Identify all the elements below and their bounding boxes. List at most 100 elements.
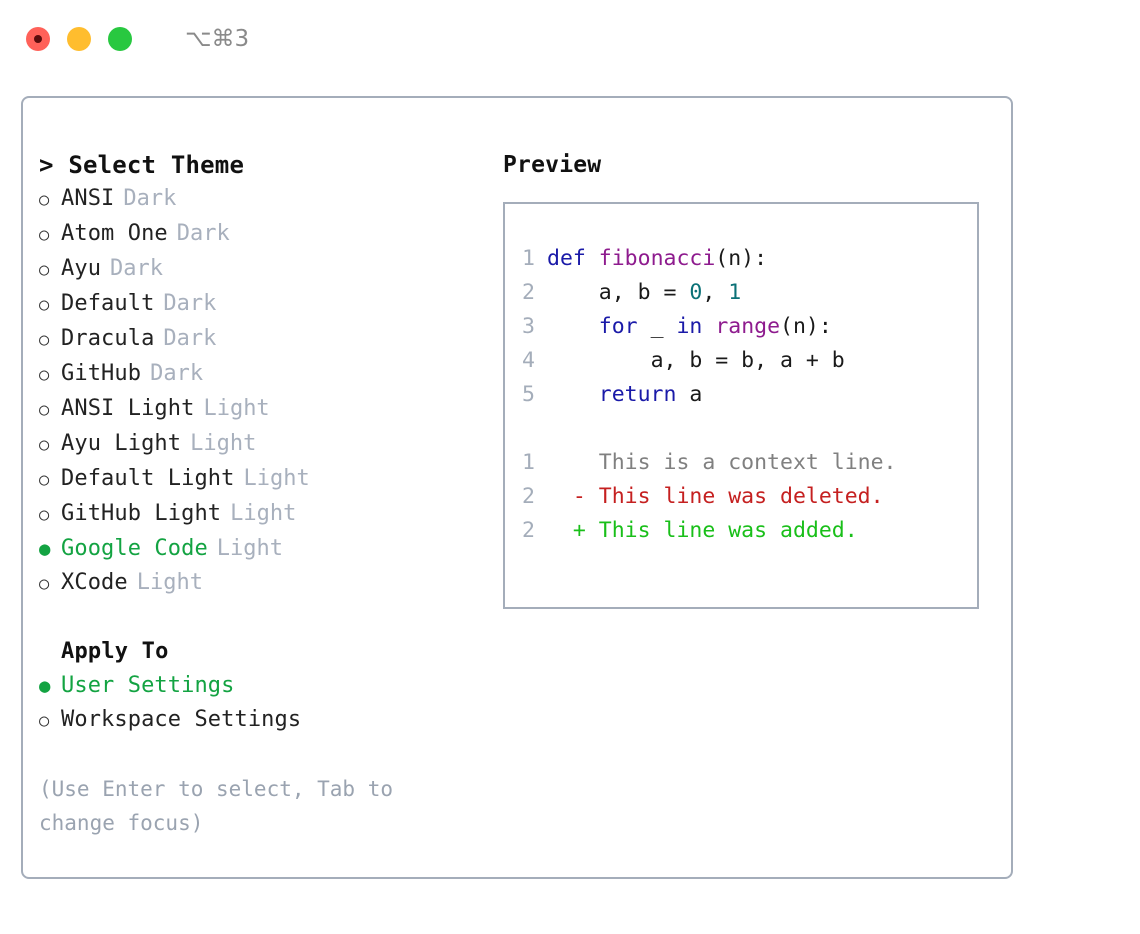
diff-line-add: 2 + This line was added. — [505, 514, 977, 548]
radio-unselected-icon: ○ — [39, 574, 50, 594]
keyboard-hint-text: (Use Enter to select, Tab to change focu… — [39, 777, 406, 835]
code-line: 4 a, b = b, a + b — [505, 344, 977, 378]
theme-option-label: GitHub — [61, 361, 142, 386]
code-line-number: 5 — [522, 382, 535, 407]
theme-option-label: Dracula — [61, 326, 155, 351]
diff-line-ctx: 1 This is a context line. — [505, 446, 977, 480]
titlebar: ⌥⌘3 — [0, 0, 1140, 78]
apply-to-option-label: Workspace Settings — [61, 707, 302, 732]
preview-heading: Preview — [503, 152, 602, 178]
code-token-pl: (n): — [780, 314, 832, 339]
theme-option-label: Default Light — [61, 466, 235, 491]
theme-variant-badge: Dark — [176, 221, 230, 246]
theme-variant-badge: Dark — [163, 326, 217, 351]
code-token-pl: a, b = — [598, 280, 690, 305]
theme-option-google-code[interactable]: ● Google Code Light — [39, 532, 503, 566]
apply-to-list: ● User Settings ○ Workspace Settings — [39, 669, 503, 738]
code-line: 1 def fibonacci(n): — [505, 242, 977, 276]
theme-option-dracula[interactable]: ○ Dracula Dark — [39, 322, 503, 357]
theme-variant-badge: Light — [136, 570, 203, 595]
maximize-button[interactable] — [108, 27, 132, 51]
select-theme-heading-label: Select Theme — [68, 151, 245, 179]
radio-unselected-icon: ○ — [39, 365, 50, 385]
code-token-pl: (n): — [715, 246, 768, 271]
code-token-fn: fibonacci — [598, 246, 716, 271]
diff-line-number: 2 — [522, 518, 535, 543]
code-line-content: a, b = 0, 1 — [547, 276, 741, 310]
keyboard-shortcut-label: ⌥⌘3 — [185, 26, 250, 52]
code-token-kw: return — [598, 382, 677, 407]
theme-option-label: Atom One — [61, 221, 168, 246]
theme-option-label: ANSI Light — [61, 396, 195, 421]
minimize-button[interactable] — [67, 27, 91, 51]
apply-to-option-user-settings[interactable]: ● User Settings — [39, 669, 503, 703]
code-line-content: def fibonacci(n): — [547, 242, 767, 276]
code-line-content: for _ in range(n): — [547, 310, 832, 344]
code-line: 5 return a — [505, 378, 977, 412]
radio-unselected-icon: ○ — [39, 711, 50, 731]
theme-variant-badge: Dark — [163, 291, 217, 316]
prompt-caret-icon: > — [39, 151, 54, 179]
traffic-light-buttons — [26, 27, 132, 51]
theme-option-atom-one[interactable]: ○ Atom One Dark — [39, 217, 503, 252]
theme-option-github[interactable]: ○ GitHub Dark — [39, 357, 503, 392]
theme-variant-badge: Dark — [150, 361, 204, 386]
code-token-kw: for — [598, 314, 638, 339]
theme-option-ansi[interactable]: ○ ANSI Dark — [39, 182, 503, 217]
code-token-pl: _ — [637, 314, 677, 339]
diff-line-number: 1 — [522, 450, 535, 475]
theme-option-xcode[interactable]: ○ XCode Light — [39, 566, 503, 601]
theme-option-label: Google Code — [61, 536, 208, 561]
code-token-kw: in — [676, 314, 703, 339]
apply-to-heading: Apply To — [61, 639, 169, 664]
radio-selected-icon: ● — [39, 538, 51, 560]
radio-selected-icon: ● — [39, 675, 51, 697]
code-line-number: 2 — [522, 280, 535, 305]
apply-to-option-label: User Settings — [61, 673, 235, 698]
theme-variant-badge: Dark — [110, 256, 164, 281]
code-token-num: 1 — [728, 280, 742, 305]
radio-unselected-icon: ○ — [39, 435, 50, 455]
theme-variant-badge: Light — [243, 466, 310, 491]
code-line-content: return a — [547, 378, 703, 412]
radio-unselected-icon: ○ — [39, 190, 50, 210]
theme-variant-badge: Light — [203, 396, 270, 421]
theme-variant-badge: Light — [216, 536, 284, 561]
close-button[interactable] — [26, 27, 50, 51]
select-theme-heading: > Select Theme — [39, 148, 503, 182]
theme-option-label: Default — [61, 291, 155, 316]
code-token-pl: , — [702, 280, 729, 305]
code-token-pl — [586, 246, 599, 271]
radio-unselected-icon: ○ — [39, 225, 50, 245]
diff-line-number: 2 — [522, 484, 535, 509]
theme-option-label: XCode — [61, 570, 128, 595]
list-spacer — [39, 601, 503, 635]
code-diff-separator — [505, 412, 977, 446]
diff-line-content: This is a context line. — [547, 450, 897, 475]
code-token-num: 0 — [689, 280, 703, 305]
theme-option-label: ANSI — [61, 186, 115, 211]
diff-line-del: 2 - This line was deleted. — [505, 480, 977, 514]
theme-variant-badge: Dark — [123, 186, 177, 211]
apply-to-option-workspace-settings[interactable]: ○ Workspace Settings — [39, 703, 503, 738]
code-line: 2 a, b = 0, 1 — [505, 276, 977, 310]
code-line-content: a, b = b, a + b — [547, 344, 845, 378]
theme-option-label: Ayu Light — [61, 431, 182, 456]
code-line-number: 1 — [522, 246, 535, 271]
theme-option-label: Ayu — [61, 256, 102, 281]
radio-unselected-icon: ○ — [39, 330, 50, 350]
theme-variant-badge: Light — [230, 501, 297, 526]
